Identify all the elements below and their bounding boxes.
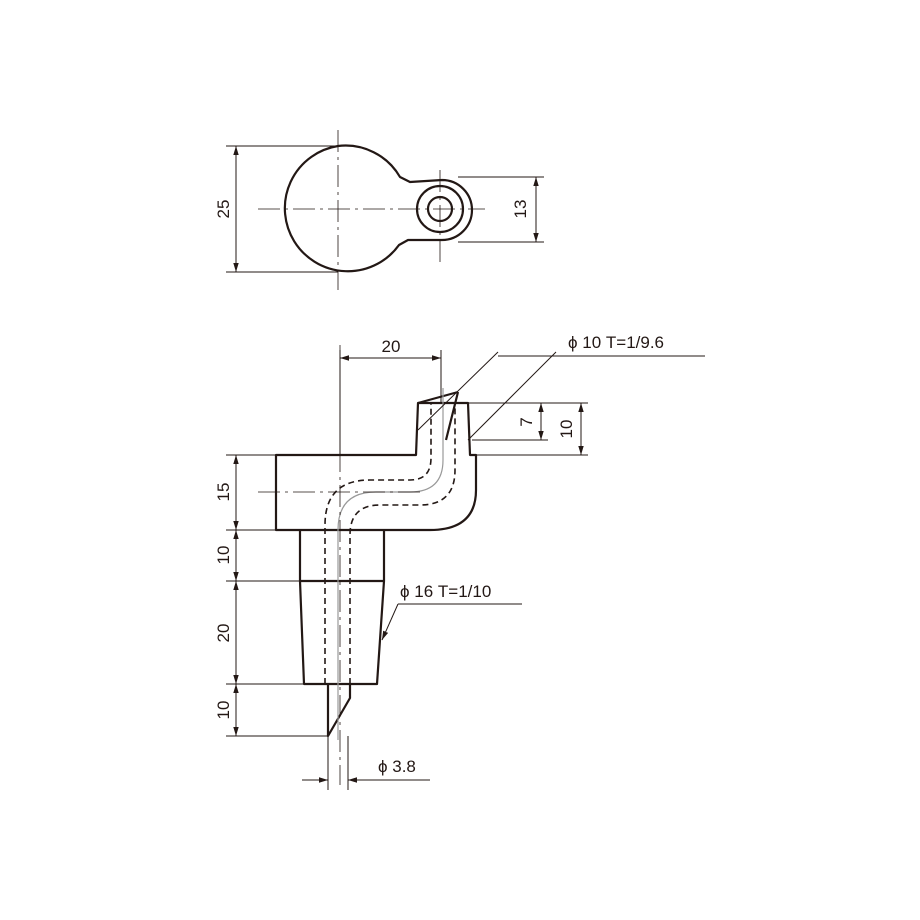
dim-label-13: 13 xyxy=(511,200,530,219)
hidden-passage xyxy=(324,403,432,684)
dim-label-10-spout: 10 xyxy=(557,420,576,439)
top-view-outline xyxy=(283,144,474,273)
dim-label-20-plug: 20 xyxy=(214,624,233,643)
label-plug-taper: ϕ 16 T=1/10 xyxy=(400,582,491,601)
dim-label-20-top: 20 xyxy=(382,337,401,356)
dim-label-10-neck: 10 xyxy=(214,546,233,565)
dim-label-15: 15 xyxy=(214,483,233,502)
body-outline xyxy=(274,401,478,532)
front-view: 20 7 10 ϕ 10 T=1/9.6 15 10 20 10 ϕ 16 T=… xyxy=(214,333,705,790)
neck-outline xyxy=(298,530,386,583)
plug-outline xyxy=(298,580,386,686)
label-spout-taper: ϕ 10 T=1/9.6 xyxy=(568,333,664,352)
spout-cut xyxy=(417,390,459,405)
taper-leader xyxy=(417,351,499,431)
dim-label-10-tip: 10 xyxy=(214,701,233,720)
tip-outline xyxy=(326,684,352,738)
taper-leader xyxy=(381,603,399,641)
dim-label-7: 7 xyxy=(517,417,536,426)
top-view: 25 13 xyxy=(214,130,544,290)
bore-center xyxy=(337,388,444,740)
spout-cut xyxy=(444,391,460,441)
taper-leader xyxy=(467,351,557,441)
dim-label-25: 25 xyxy=(214,200,233,219)
label-bore: ϕ 3.8 xyxy=(378,757,416,776)
hidden-passage xyxy=(349,403,456,684)
